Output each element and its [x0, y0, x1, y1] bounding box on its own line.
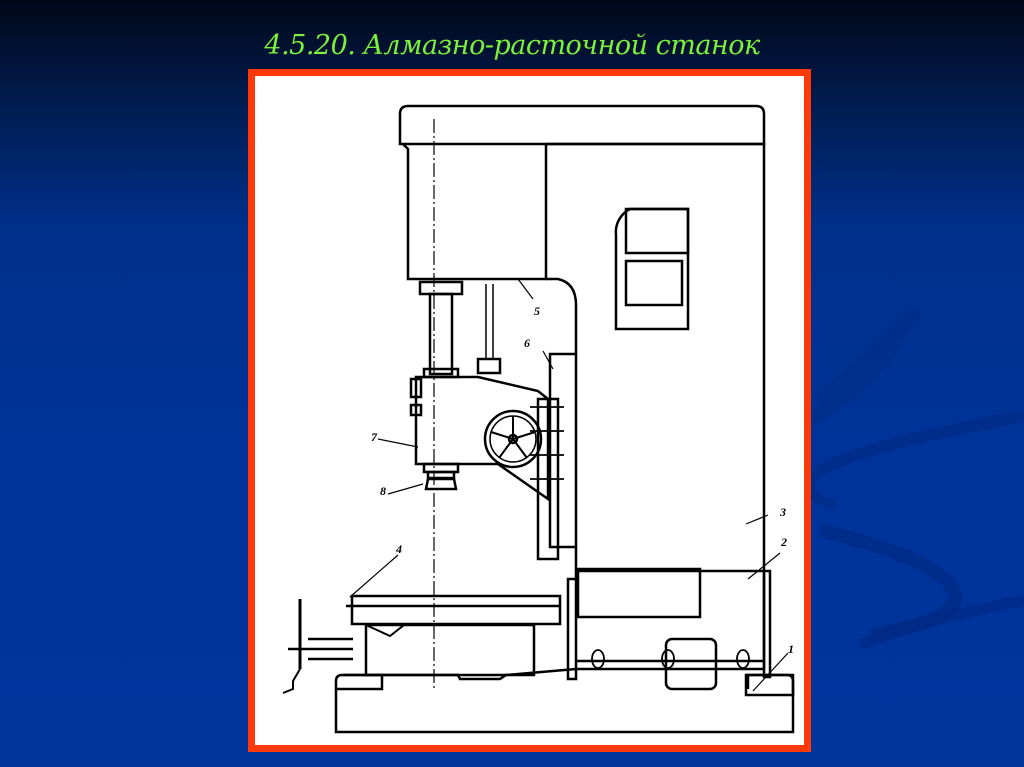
machine-base	[334, 673, 384, 691]
boring-machine-drawing: 5 6 7 8 3 2 1 4	[282, 104, 795, 734]
callout-1: 1	[788, 642, 794, 656]
callout-7: 7	[371, 430, 378, 444]
control-box	[614, 207, 690, 331]
access-panel	[664, 637, 718, 691]
callout-6: 6	[524, 336, 530, 350]
handwheel	[483, 409, 543, 469]
callout-5: 5	[534, 304, 540, 318]
spindle-column	[428, 292, 454, 376]
column-body	[546, 142, 766, 669]
slide-title: 4.5.20. Алмазно-расточной станок	[264, 30, 760, 61]
work-table	[350, 594, 562, 626]
callout-8: 8	[380, 484, 386, 498]
column-top-cap	[398, 104, 766, 146]
callout-2: 2	[780, 535, 787, 549]
callout-4: 4	[395, 542, 402, 556]
callout-3: 3	[779, 505, 786, 519]
diagram-frame: 5 6 7 8 3 2 1 4	[248, 69, 811, 752]
boring-spindle	[424, 477, 458, 491]
spindle-carriage	[414, 375, 550, 502]
spindle-head-block	[402, 143, 548, 281]
